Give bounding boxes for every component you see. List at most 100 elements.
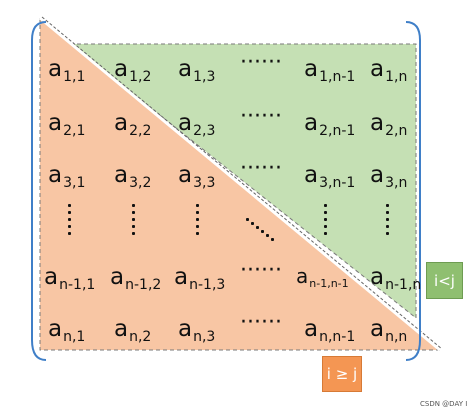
ellipsis-dot [195, 218, 199, 221]
ellipsis-dot [385, 204, 389, 207]
matrix-element: a1,n-1 [304, 58, 356, 85]
matrix-element-base: a [178, 56, 193, 82]
matrix-element-base: a [114, 316, 129, 342]
matrix-element-base: a [370, 316, 385, 342]
matrix-element: a3,n [370, 162, 408, 191]
ellipsis-dot [323, 218, 327, 221]
matrix-element-subscript: 2,1 [63, 123, 86, 139]
matrix-element-subscript: n-1,1 [59, 277, 96, 293]
matrix-element-base: a [370, 110, 385, 136]
matrix-element: a2,n [370, 110, 407, 139]
matrix-element: a1,2 [114, 56, 152, 85]
matrix-element: an,3 [178, 316, 216, 345]
matrix-element-subscript: 3,n [385, 175, 408, 191]
ellipsis-dot [131, 204, 135, 207]
matrix-element: an,2 [114, 316, 152, 345]
ellipsis-dot [385, 232, 389, 235]
vertical-ellipsis [130, 204, 136, 235]
ellipsis-dot [256, 226, 259, 229]
matrix-element-base: a [48, 162, 63, 188]
horizontal-ellipsis: ······ [240, 156, 282, 181]
horizontal-ellipsis: ······ [240, 104, 282, 129]
vertical-ellipsis [66, 204, 72, 235]
matrix-element-subscript: 3,2 [129, 175, 152, 191]
ellipsis-dot [261, 230, 264, 233]
matrix-element-base: a [44, 264, 59, 290]
matrix-element-subscript: n,2 [129, 329, 152, 345]
matrix-element: an,1 [48, 316, 85, 345]
diagonal-divider-dashed [41, 16, 443, 350]
diagonal-divider [39, 16, 441, 352]
matrix-element-subscript: n,n-1 [319, 329, 356, 345]
matrix-element: an-1,n-1 [296, 266, 349, 289]
matrix-element: a3,2 [114, 164, 152, 191]
ellipsis-dot [67, 211, 71, 214]
matrix-element-subscript: 2,3 [193, 123, 216, 139]
horizontal-ellipsis: ······ [240, 50, 282, 75]
matrix-element-subscript: 3,n-1 [319, 175, 356, 191]
matrix-element-base: a [114, 56, 129, 82]
horizontal-ellipsis: ······ [240, 258, 282, 283]
ellipsis-dot [195, 204, 199, 207]
matrix-element-subscript: 1,2 [129, 69, 152, 85]
vertical-ellipsis [322, 204, 328, 235]
matrix-element-base: a [304, 316, 319, 342]
ellipsis-dot [195, 225, 199, 228]
ellipsis-dot [67, 232, 71, 235]
matrix-element-subscript: n-1,3 [189, 277, 226, 293]
matrix-element: a2,2 [114, 112, 152, 139]
ellipsis-dot [246, 218, 249, 221]
matrix-element-subscript: 1,n [385, 69, 408, 85]
matrix-element-subscript: n,n [385, 329, 408, 345]
matrix-element-base: a [110, 264, 125, 290]
matrix-element: an-1,3 [174, 264, 226, 293]
matrix-element: an,n [370, 316, 408, 345]
vertical-ellipsis [384, 204, 390, 235]
matrix-element: a3,n-1 [304, 164, 356, 191]
upper-region-label: i<j [426, 262, 463, 299]
matrix-element: an-1,1 [44, 264, 96, 293]
matrix-element-base: a [370, 264, 385, 290]
ellipsis-dot [323, 232, 327, 235]
matrix-element-subscript: n-1,2 [125, 277, 162, 293]
matrix-element-subscript: 2,2 [129, 123, 152, 139]
ellipsis-dot [385, 225, 389, 228]
matrix-element-base: a [178, 110, 193, 136]
matrix-element-base: a [178, 162, 193, 188]
ellipsis-dot [323, 225, 327, 228]
ellipsis-dot [323, 204, 327, 207]
ellipsis-dot [67, 218, 71, 221]
watermark: CSDN @DAY I [420, 400, 468, 408]
matrix-element: a2,3 [178, 110, 216, 139]
matrix-element: a1,n [370, 58, 408, 85]
ellipsis-dot [251, 222, 254, 225]
ellipsis-dot [67, 204, 71, 207]
matrix-element-base: a [174, 264, 189, 290]
upper-triangle-region [68, 43, 417, 320]
matrix-element-base: a [296, 264, 309, 288]
matrix-element-base: a [304, 110, 319, 136]
matrix-element: an-1,2 [110, 264, 162, 293]
matrix-element-base: a [48, 316, 63, 342]
matrix-element-base: a [370, 162, 385, 188]
matrix-element-subscript: 3,3 [193, 175, 216, 191]
matrix-element: a1,1 [48, 58, 85, 85]
matrix-element: a3,3 [178, 162, 216, 191]
ellipsis-dot [195, 232, 199, 235]
matrix-element-subscript: n,3 [193, 329, 216, 345]
ellipsis-dot [131, 225, 135, 228]
ellipsis-dot [271, 238, 274, 241]
ellipsis-dot [67, 225, 71, 228]
matrix-element-subscript: n-1,n-1 [309, 277, 349, 290]
matrix-element-base: a [178, 316, 193, 342]
ellipsis-dot [266, 234, 269, 237]
matrix-element-subscript: 2,n-1 [319, 123, 356, 139]
matrix-element: a3,1 [48, 162, 85, 191]
matrix-element-subscript: 1,n-1 [319, 69, 356, 85]
ellipsis-dot [131, 218, 135, 221]
matrix-element: a2,1 [48, 112, 86, 139]
matrix-element: an,n-1 [304, 316, 356, 345]
right-bracket [405, 21, 421, 361]
ellipsis-dot [131, 232, 135, 235]
